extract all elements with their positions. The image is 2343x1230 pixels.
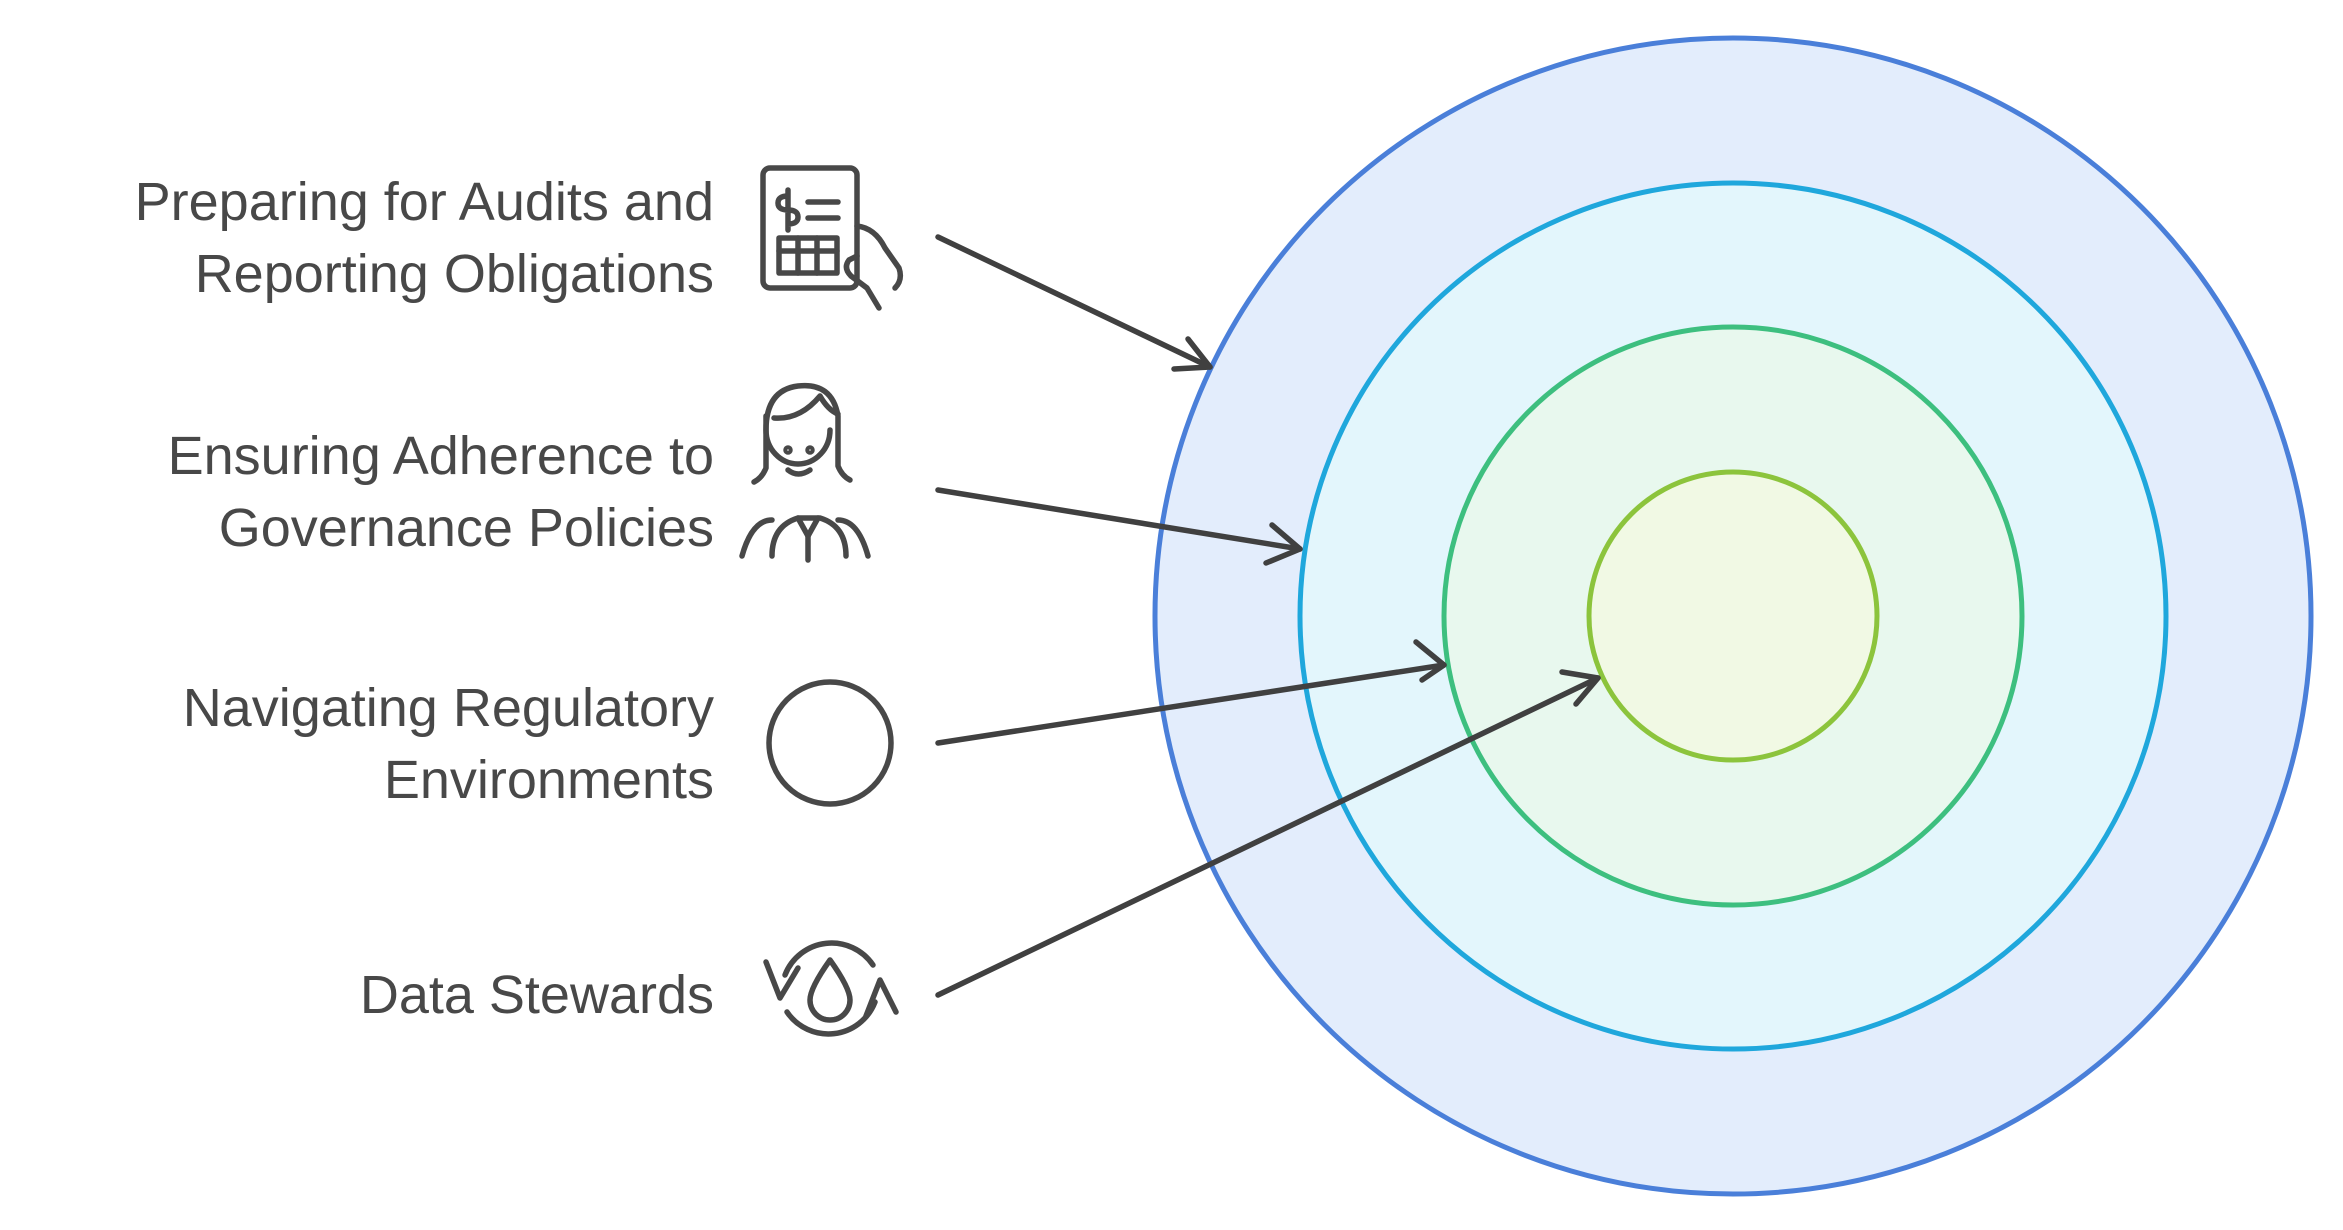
concentric-rings	[1152, 35, 2314, 1197]
item-regulatory-label-line1: Navigating Regulatory	[183, 678, 714, 738]
person-officer-icon	[739, 382, 871, 563]
ring-inner	[1586, 469, 1880, 763]
item-governance-label-line2: Governance Policies	[219, 498, 714, 558]
arrow-audits	[935, 234, 1213, 372]
arrow-data-stewards	[935, 669, 1601, 998]
circle-icon	[766, 679, 894, 807]
item-regulatory: Navigating Regulatory Environments	[183, 639, 1447, 810]
item-audits: Preparing for Audits and Reporting Oblig…	[135, 165, 1213, 372]
data-drop-cycle-icon	[763, 940, 899, 1037]
item-data-stewards-label: Data Stewards	[360, 965, 714, 1025]
item-data-stewards: Data Stewards	[360, 669, 1601, 1037]
financial-report-icon	[760, 165, 904, 311]
item-regulatory-label-line2: Environments	[384, 750, 714, 810]
item-audits-label-line1: Preparing for Audits and	[135, 172, 714, 232]
item-audits-label-line2: Reporting Obligations	[195, 244, 714, 304]
item-governance-label-line1: Ensuring Adherence to	[168, 426, 714, 486]
item-governance: Ensuring Adherence to Governance Policie…	[168, 382, 1303, 566]
arrow-regulatory	[935, 639, 1447, 746]
arrow-governance	[935, 487, 1303, 566]
